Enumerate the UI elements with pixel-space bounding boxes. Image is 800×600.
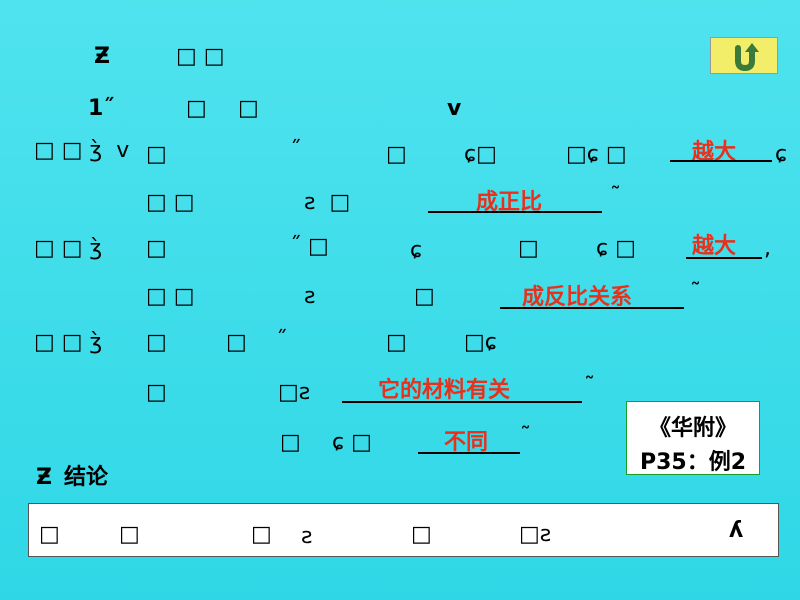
item2-line1-tail: , [764, 236, 771, 261]
item3-line3-b: ɕ □ [332, 430, 372, 455]
item2-line1-b: ˝ □ [290, 234, 329, 259]
item2-line1-c: ɕ [410, 238, 423, 263]
answer-2: 成正比 [476, 190, 543, 215]
item1-line1-b: ˝ [290, 138, 301, 163]
item3-line3-a: □ [280, 430, 301, 455]
subheading-number: 1˝ [88, 96, 115, 121]
heading-bullet: Ƶ [94, 44, 110, 69]
conclusion-text-a: □ [39, 522, 60, 547]
reference-box: 《华附》 P35：例2 [626, 401, 760, 475]
item1-label: □ □ ʒ̀ v [34, 138, 130, 163]
item2-line2-c: □ [414, 284, 435, 309]
back-button[interactable] [710, 37, 778, 74]
u-turn-back-icon [735, 43, 759, 72]
item3-line1-a: □ [146, 330, 167, 355]
reference-page: P35：例2 [639, 450, 747, 475]
answer-3: 越大 [692, 234, 737, 259]
conclusion-text-end: ʎ [729, 518, 744, 543]
item2-line1-e: ɕ □ [596, 236, 636, 261]
answer-6: 不同 [444, 430, 489, 455]
conclusion-box: □ □ □ ƨ □ □ƨ ʎ [28, 503, 779, 557]
item1-line2-tail: ˜ [610, 184, 621, 209]
answer-2-blank [428, 211, 602, 213]
item3-line1-b: □ [226, 330, 247, 355]
item1-line2-b: ƨ □ [304, 190, 351, 215]
item2-line2-a: □ □ [146, 284, 195, 309]
answer-5-blank [342, 401, 582, 403]
conclusion-text-e: □ [411, 522, 432, 547]
conclusion-text-c: □ [251, 522, 272, 547]
answer-3-blank [686, 257, 762, 259]
item2-line2-tail: ˜ [690, 280, 701, 305]
answer-5: 它的材料有关 [378, 378, 511, 403]
item3-label: □ □ ʒ̀ [34, 330, 103, 355]
item3-line1-c: ˝ [276, 328, 287, 353]
conclusion-text-f: □ƨ [519, 522, 552, 547]
item2-line2-b: ƨ [304, 284, 316, 309]
reference-book: 《华附》 [648, 416, 737, 441]
conclusion-title: 结论 [64, 465, 109, 490]
item1-line1-tail: ɕ [775, 142, 788, 167]
conclusion-bullet: Ƶ [36, 465, 52, 490]
answer-4-blank [500, 307, 684, 309]
item2-line1-d: □ [518, 236, 539, 261]
subheading-mark-1: □ [186, 96, 207, 121]
item1-line1-d: ɕ□ [464, 142, 497, 167]
item1-line1-e: □ɕ □ [566, 142, 627, 167]
subheading-mark-2: □ [238, 96, 259, 121]
item1-line2-a: □ □ [146, 190, 195, 215]
answer-1-blank [670, 160, 772, 162]
item1-line1-c: □ [386, 142, 407, 167]
item2-label: □ □ ʒ̀ [34, 236, 103, 261]
conclusion-text-d: ƨ [301, 524, 313, 549]
item1-line1-a: □ [146, 142, 167, 167]
item3-line1-d: □ [386, 330, 407, 355]
item3-line2-tail: ˜ [584, 374, 595, 399]
answer-4: 成反比关系 [522, 285, 633, 310]
answer-6-blank [418, 452, 520, 454]
subheading-end: v [447, 96, 462, 121]
item2-line1-a: □ [146, 236, 167, 261]
item3-line2-b: □ƨ [278, 380, 311, 405]
conclusion-text-b: □ [119, 522, 140, 547]
heading-text: □ □ [176, 44, 225, 69]
item3-line2-a: □ [146, 380, 167, 405]
item3-line3-tail: ˜ [520, 424, 531, 449]
item3-line1-e: □ɕ [464, 330, 497, 355]
